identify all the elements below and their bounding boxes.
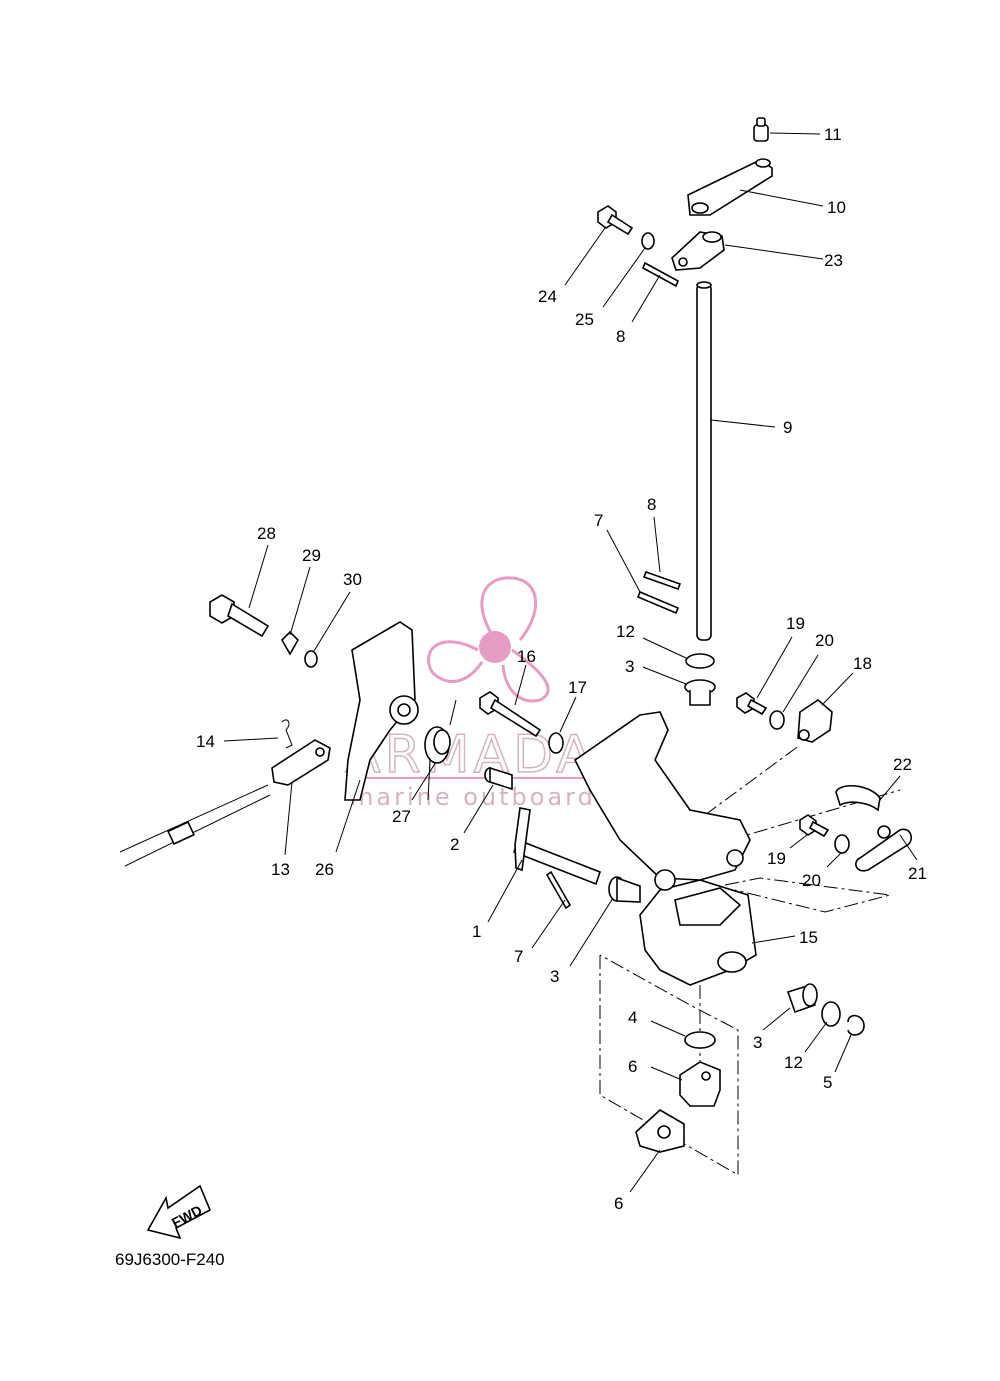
callout-6[interactable]: 6 bbox=[614, 1194, 623, 1213]
shift-lever-casting[interactable] bbox=[573, 711, 751, 891]
armada-watermark-logo: ARMADA marine outboards bbox=[344, 576, 650, 811]
part-19-bolt-upper[interactable] bbox=[736, 692, 768, 716]
callout-27[interactable]: 27 bbox=[392, 807, 411, 826]
part-19-bolt-lower[interactable] bbox=[799, 814, 830, 838]
part-15-shift-bracket[interactable] bbox=[639, 879, 757, 986]
part-2-collar[interactable] bbox=[484, 766, 513, 791]
part-16-long-bolt[interactable] bbox=[479, 691, 542, 738]
callout-17[interactable]: 17 bbox=[568, 678, 587, 697]
callout-1[interactable]: 1 bbox=[472, 922, 481, 941]
watermark-tagline: marine outboards bbox=[350, 783, 611, 811]
part-29-lock-washer[interactable] bbox=[281, 630, 299, 656]
part-12-washer-upper[interactable] bbox=[685, 653, 715, 669]
callout-5[interactable]: 5 bbox=[823, 1073, 832, 1092]
callout-14[interactable]: 14 bbox=[196, 732, 215, 751]
part-24-bolt[interactable] bbox=[597, 205, 634, 236]
callout-labels: 1 2 3 3 3 4 5 6 6 7 7 8 8 9 10 11 12 12 … bbox=[196, 125, 927, 1213]
part-25-washer[interactable] bbox=[641, 232, 655, 250]
part-13-cable-joint[interactable] bbox=[271, 739, 331, 786]
part-9-shift-shaft[interactable] bbox=[696, 281, 712, 641]
part-26-control-lever[interactable] bbox=[344, 621, 419, 801]
callout-10[interactable]: 10 bbox=[827, 198, 846, 217]
callout-9[interactable]: 9 bbox=[783, 418, 792, 437]
callout-3[interactable]: 3 bbox=[550, 967, 559, 986]
part-5-circlip[interactable] bbox=[847, 1014, 865, 1036]
callout-25[interactable]: 25 bbox=[575, 310, 594, 329]
callout-19[interactable]: 19 bbox=[767, 849, 786, 868]
callout-24[interactable]: 24 bbox=[538, 287, 557, 306]
callout-3[interactable]: 3 bbox=[753, 1033, 762, 1052]
callout-3[interactable]: 3 bbox=[625, 657, 634, 676]
part-20-washer-upper[interactable] bbox=[769, 710, 785, 730]
callout-12[interactable]: 12 bbox=[784, 1053, 803, 1072]
part-3-bushing-left[interactable] bbox=[608, 876, 641, 903]
callout-11[interactable]: 11 bbox=[824, 125, 842, 144]
part-28-flange-bolt[interactable] bbox=[209, 594, 270, 638]
part-7-pin-lower[interactable] bbox=[545, 870, 572, 910]
part-14-r-clip[interactable] bbox=[281, 719, 293, 749]
callout-28[interactable]: 28 bbox=[257, 524, 276, 543]
callout-20[interactable]: 20 bbox=[815, 631, 834, 650]
part-17-washer[interactable] bbox=[548, 732, 564, 754]
part-10-lever-arm[interactable] bbox=[687, 158, 773, 216]
part-11-grease-nipple[interactable] bbox=[753, 117, 769, 142]
callout-30[interactable]: 30 bbox=[343, 570, 362, 589]
part-30-washer[interactable] bbox=[304, 650, 318, 668]
forward-arrow-icon: FWD bbox=[146, 1184, 212, 1240]
callout-20[interactable]: 20 bbox=[802, 871, 821, 890]
part-6-bevel-gear-lower[interactable] bbox=[635, 1109, 685, 1153]
callout-15[interactable]: 15 bbox=[799, 928, 818, 947]
part-27-torsion-spring[interactable] bbox=[424, 699, 457, 801]
callout-6[interactable]: 6 bbox=[628, 1057, 637, 1076]
leader-lines bbox=[223, 132, 918, 1193]
callout-19[interactable]: 19 bbox=[786, 614, 805, 633]
part-3-bushing-upper[interactable] bbox=[684, 679, 716, 706]
part-20-washer-lower[interactable] bbox=[834, 834, 850, 854]
callout-22[interactable]: 22 bbox=[893, 755, 912, 774]
callout-7[interactable]: 7 bbox=[514, 947, 523, 966]
part-3-bushing-right[interactable] bbox=[786, 983, 818, 1014]
callout-16[interactable]: 16 bbox=[517, 647, 536, 666]
callout-18[interactable]: 18 bbox=[853, 654, 872, 673]
part-22-cable-clamp[interactable] bbox=[835, 785, 891, 839]
callout-8[interactable]: 8 bbox=[616, 327, 625, 346]
part-18-cable-holder[interactable] bbox=[797, 698, 833, 743]
part-8-pin-mid[interactable] bbox=[642, 570, 682, 591]
callout-13[interactable]: 13 bbox=[271, 860, 290, 879]
part-7-pin-mid[interactable] bbox=[636, 590, 680, 615]
part-21-link-plate[interactable] bbox=[855, 828, 913, 872]
part-8-pin-upper[interactable] bbox=[641, 261, 680, 288]
remote-control-cable bbox=[119, 784, 271, 867]
part-6-bevel-gear-upper[interactable] bbox=[679, 1061, 721, 1107]
callout-26[interactable]: 26 bbox=[315, 860, 334, 879]
callout-12[interactable]: 12 bbox=[616, 622, 635, 641]
callout-23[interactable]: 23 bbox=[824, 251, 843, 270]
part-23-connector[interactable] bbox=[671, 231, 725, 271]
part-4-thrust-washer[interactable] bbox=[684, 1031, 716, 1049]
callout-7[interactable]: 7 bbox=[594, 511, 603, 530]
diagram-code: 69J6300-F240 bbox=[115, 1250, 225, 1269]
callout-4[interactable]: 4 bbox=[628, 1008, 637, 1027]
part-12-washer-lower[interactable] bbox=[821, 1001, 841, 1027]
propeller-icon bbox=[427, 576, 550, 703]
callout-8[interactable]: 8 bbox=[647, 495, 656, 514]
part-1-shift-rod[interactable] bbox=[513, 807, 601, 886]
callout-2[interactable]: 2 bbox=[450, 835, 459, 854]
callout-29[interactable]: 29 bbox=[302, 546, 321, 565]
callout-21[interactable]: 21 bbox=[908, 864, 927, 883]
